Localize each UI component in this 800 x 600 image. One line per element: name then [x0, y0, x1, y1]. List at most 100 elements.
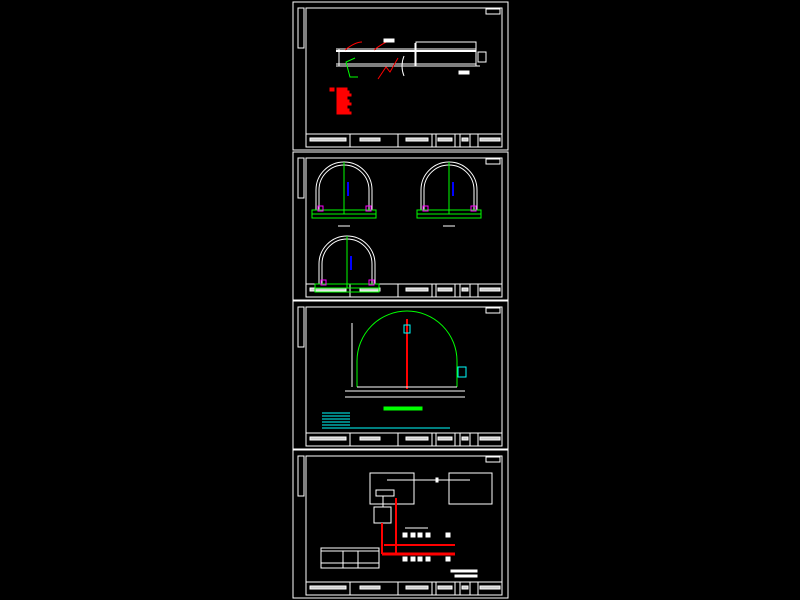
- sheet-2[interactable]: [292, 151, 509, 301]
- legend-table: [320, 547, 380, 569]
- cable-trough: [365, 205, 372, 212]
- title-text-block: [405, 137, 429, 142]
- cable-trough: [368, 279, 375, 286]
- white-curve: [401, 55, 405, 77]
- tunnel-profile: [356, 310, 458, 387]
- title-text-block: [359, 585, 381, 590]
- sheet-number-box: [485, 307, 501, 314]
- remote-box: [448, 472, 493, 505]
- title-text-block: [437, 137, 453, 142]
- sheet-number-box: [485, 158, 501, 165]
- binding-strip: [297, 157, 305, 199]
- fixture: [425, 532, 431, 538]
- sheet-number-box: [485, 456, 501, 463]
- cable-trough: [320, 279, 327, 286]
- fixture: [445, 556, 451, 562]
- legend-line: [336, 111, 352, 115]
- fixture: [410, 556, 416, 562]
- title-text-block: [437, 585, 453, 590]
- legend-line: [336, 87, 348, 91]
- fixture: [417, 532, 423, 538]
- title-text-block: [359, 436, 381, 441]
- legend-marker: [329, 87, 335, 92]
- sheet-inner-border: [305, 7, 503, 148]
- sheet-outer-border: [292, 151, 509, 301]
- title-block: [306, 432, 502, 446]
- module: [375, 489, 395, 497]
- marker: [403, 324, 411, 334]
- title-block: [306, 133, 502, 147]
- wiring-schematic: [320, 472, 493, 578]
- control-box: [369, 472, 415, 505]
- cable-trough: [470, 205, 477, 212]
- cable-trough: [422, 205, 429, 212]
- sheet-inner-border: [305, 157, 503, 298]
- title-block: [306, 581, 502, 595]
- green-curve: [345, 57, 358, 78]
- fixture: [445, 532, 451, 538]
- title-text-block: [309, 137, 347, 142]
- tunnel-section-detail: [322, 310, 467, 429]
- side-marker: [457, 366, 467, 378]
- sheet-outer-border: [292, 1, 509, 151]
- title-text-block: [479, 585, 501, 590]
- sheet-4[interactable]: [292, 449, 509, 599]
- title-text-block: [437, 287, 453, 292]
- title-text-block: [461, 287, 469, 292]
- label-block: [458, 70, 470, 75]
- binding-strip: [297, 306, 305, 348]
- legend-line: [336, 108, 350, 112]
- sheet-3[interactable]: [292, 300, 509, 450]
- fixture: [402, 532, 408, 538]
- binding-strip: [297, 455, 305, 497]
- title-text-block: [479, 137, 501, 142]
- sheet-number-box: [485, 8, 501, 15]
- legend-line: [336, 96, 348, 100]
- sheet-outer-border: [292, 300, 509, 450]
- legend-line: [336, 102, 352, 106]
- sheet-outer-border: [292, 449, 509, 599]
- legend-line: [336, 93, 352, 97]
- red-curve: [377, 57, 399, 80]
- tunnel-cross-sections: [311, 161, 482, 301]
- note-text: [454, 574, 478, 578]
- title-text-block: [405, 436, 429, 441]
- fixture: [402, 556, 408, 562]
- title-text-block: [479, 287, 501, 292]
- title-text-block: [309, 436, 347, 441]
- cross-section-3: [314, 235, 380, 301]
- cross-section-1: [311, 161, 377, 227]
- binding-strip: [297, 7, 305, 49]
- legend-line: [336, 99, 350, 103]
- title-text-block: [405, 585, 429, 590]
- portal-box: [477, 51, 487, 63]
- sheet-inner-border: [305, 306, 503, 447]
- cross-section-2: [416, 161, 482, 227]
- sheet-1[interactable]: [292, 1, 509, 151]
- longitudinal-profile: [329, 38, 487, 115]
- sheet-inner-border: [305, 455, 503, 596]
- legend-line: [336, 105, 348, 109]
- title-text-block: [405, 287, 429, 292]
- legend-line: [336, 90, 350, 94]
- red-curve: [344, 41, 363, 51]
- section-title: [383, 406, 423, 411]
- note-text: [450, 569, 478, 573]
- tunnel-section-box: [415, 41, 477, 67]
- cable-trough: [317, 205, 324, 212]
- title-text-block: [479, 436, 501, 441]
- junction: [435, 477, 439, 483]
- fixture: [410, 532, 416, 538]
- title-block: [306, 283, 502, 297]
- title-text-block: [437, 436, 453, 441]
- title-text-block: [461, 137, 469, 142]
- title-text-block: [309, 585, 347, 590]
- title-text-block: [461, 436, 469, 441]
- title-text-block: [359, 137, 381, 142]
- label-block: [383, 38, 395, 43]
- fixture: [417, 556, 423, 562]
- sub-box: [373, 506, 392, 524]
- fixture: [425, 556, 431, 562]
- title-text-block: [461, 585, 469, 590]
